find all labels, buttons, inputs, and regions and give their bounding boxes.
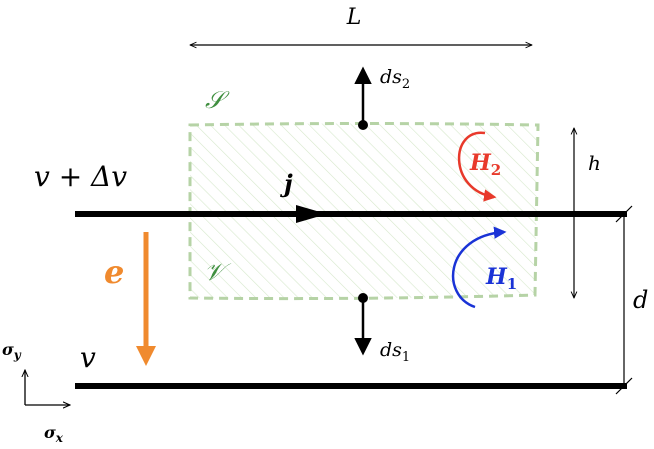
surface-label: 𝒮 — [205, 86, 230, 114]
h2-field-curl — [457, 131, 497, 202]
sigma-y-label: σy — [2, 340, 22, 362]
top-voltage-label: v + Δv — [34, 160, 127, 193]
current-arrow — [296, 205, 327, 223]
sigma-x-label: σx — [44, 423, 64, 445]
ds1-point — [358, 293, 368, 303]
ds2-label: ds2 — [380, 66, 410, 92]
current-label: j — [280, 169, 293, 198]
e-field-label: e — [104, 253, 124, 291]
separation-tick-bottom — [615, 377, 633, 395]
h2-label: H2 — [469, 150, 501, 179]
height-label: h — [588, 151, 601, 175]
bottom-voltage-label: v — [80, 341, 96, 374]
h1-field-curl — [451, 226, 507, 309]
length-label: L — [346, 5, 362, 30]
ds1-label: ds1 — [380, 339, 410, 365]
separation-label: d — [633, 286, 648, 314]
separation-tick-top — [615, 205, 633, 223]
ds2-point — [358, 120, 368, 130]
h1-label: H1 — [485, 264, 517, 293]
